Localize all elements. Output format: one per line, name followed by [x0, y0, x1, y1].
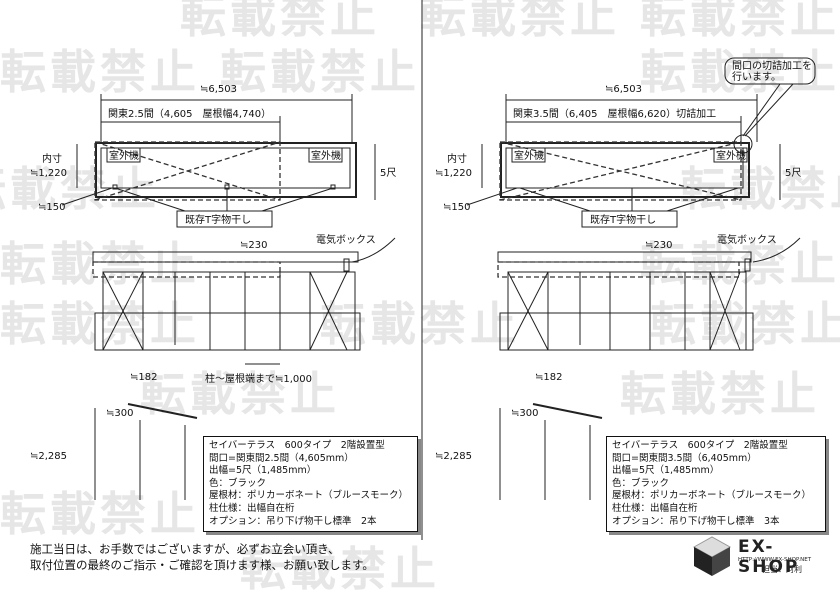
callout-bubble: 間口の切詰加工を 行います。	[724, 57, 816, 137]
svg-text:≒300: ≒300	[511, 408, 538, 419]
right-panel: ≒6,503 関東3.5間（6,405 屋根幅6,620）切詰加工 室外機 室外…	[435, 57, 816, 500]
watermark: 転載禁止	[220, 45, 420, 99]
svg-text:≒150: ≒150	[38, 202, 65, 213]
plan-view: 室外機 室外機	[94, 141, 357, 201]
svg-text:≒6,503: ≒6,503	[605, 84, 642, 95]
left-panel: ≒6,503 関東2.5間（4,605 屋根幅4,740） 室外機 室外機 内寸…	[30, 84, 396, 500]
svg-text:5尺: 5尺	[785, 167, 801, 179]
elevation-view	[92, 251, 361, 351]
watermark: 転載禁止	[640, 45, 840, 99]
spec-box-left: セイバーテラス 600タイプ 2階設置型間口=関東間2.5間（4,605mm）出…	[203, 436, 418, 533]
watermark: 転載禁止	[0, 237, 200, 291]
svg-text:≒182: ≒182	[130, 372, 157, 383]
span-label: 関東3.5間（6,405 屋根幅6,620）切詰加工	[513, 107, 716, 120]
svg-text:5尺: 5尺	[380, 167, 396, 179]
svg-text:≒150: ≒150	[443, 202, 470, 213]
watermark: 転載禁止	[680, 162, 840, 216]
spec-box-right: セイバーテラス 600タイプ 2階設置型間口=関東間3.5間（6,405mm）出…	[606, 436, 826, 533]
watermark: 転載禁止	[640, 237, 840, 291]
svg-text:≒300: ≒300	[106, 408, 133, 419]
svg-text:行います。: 行います。	[732, 70, 781, 83]
plan-view: 室外機 室外機	[499, 134, 753, 201]
watermark: 転載禁止	[620, 367, 820, 421]
svg-text:≒1,220: ≒1,220	[30, 168, 67, 179]
svg-text:室外機: 室外機	[716, 149, 746, 162]
watermark: 転載禁止	[320, 297, 520, 351]
svg-text:≒230: ≒230	[240, 240, 267, 251]
ex-shop-logo: EX-SHOP HTTP://WWW.EX-SHOP.NET 担当：阿利	[690, 533, 830, 578]
watermark: 転載禁止	[420, 0, 620, 43]
outdoor-unit-label: 室外機	[311, 149, 341, 162]
elevation-view	[497, 251, 754, 351]
svg-text:内寸: 内寸	[42, 152, 62, 165]
watermark: 転載禁止	[240, 542, 440, 594]
existing-dryer-label: 既存T字物干し	[185, 213, 251, 226]
svg-text:≒182: ≒182	[535, 372, 562, 383]
svg-text:≒1,220: ≒1,220	[435, 168, 472, 179]
svg-text:電気ボックス: 電気ボックス	[717, 233, 777, 246]
watermark: 転載禁止	[0, 297, 200, 351]
footer-note: 施工当日は、お手数ではございますが、必ずお立会い頂き、 取付位置の最終のご指示・…	[30, 542, 374, 572]
watermark: 転載禁止	[0, 487, 200, 541]
svg-text:≒230: ≒230	[645, 240, 672, 251]
watermark: 転載禁止	[0, 45, 200, 99]
side-section: ≒182 ≒300 ≒2,285	[30, 372, 198, 500]
cube-logo-icon	[692, 536, 732, 576]
side-section: ≒182 ≒300 ≒2,285	[435, 372, 603, 500]
watermark: 転載禁止	[640, 0, 840, 43]
total-width-label: ≒6,503	[200, 84, 237, 95]
svg-text:内寸: 内寸	[447, 152, 467, 165]
svg-text:室外機: 室外機	[514, 149, 544, 162]
svg-text:柱～屋根端まで≒1,000: 柱～屋根端まで≒1,000	[205, 372, 312, 385]
outdoor-unit-label: 室外機	[109, 149, 139, 162]
watermark: 転載禁止	[650, 297, 840, 351]
svg-text:≒2,285: ≒2,285	[30, 451, 67, 462]
svg-text:≒2,285: ≒2,285	[435, 451, 472, 462]
svg-text:既存T字物干し: 既存T字物干し	[590, 213, 656, 226]
watermark: 転載禁止	[0, 162, 160, 216]
electric-box-label: 電気ボックス	[316, 233, 376, 246]
span-label: 関東2.5間（4,605 屋根幅4,740）	[108, 107, 271, 120]
watermark: 転載禁止	[140, 367, 340, 421]
svg-text:間口の切詰加工を: 間口の切詰加工を	[732, 59, 812, 72]
watermark: 転載禁止	[180, 0, 380, 43]
